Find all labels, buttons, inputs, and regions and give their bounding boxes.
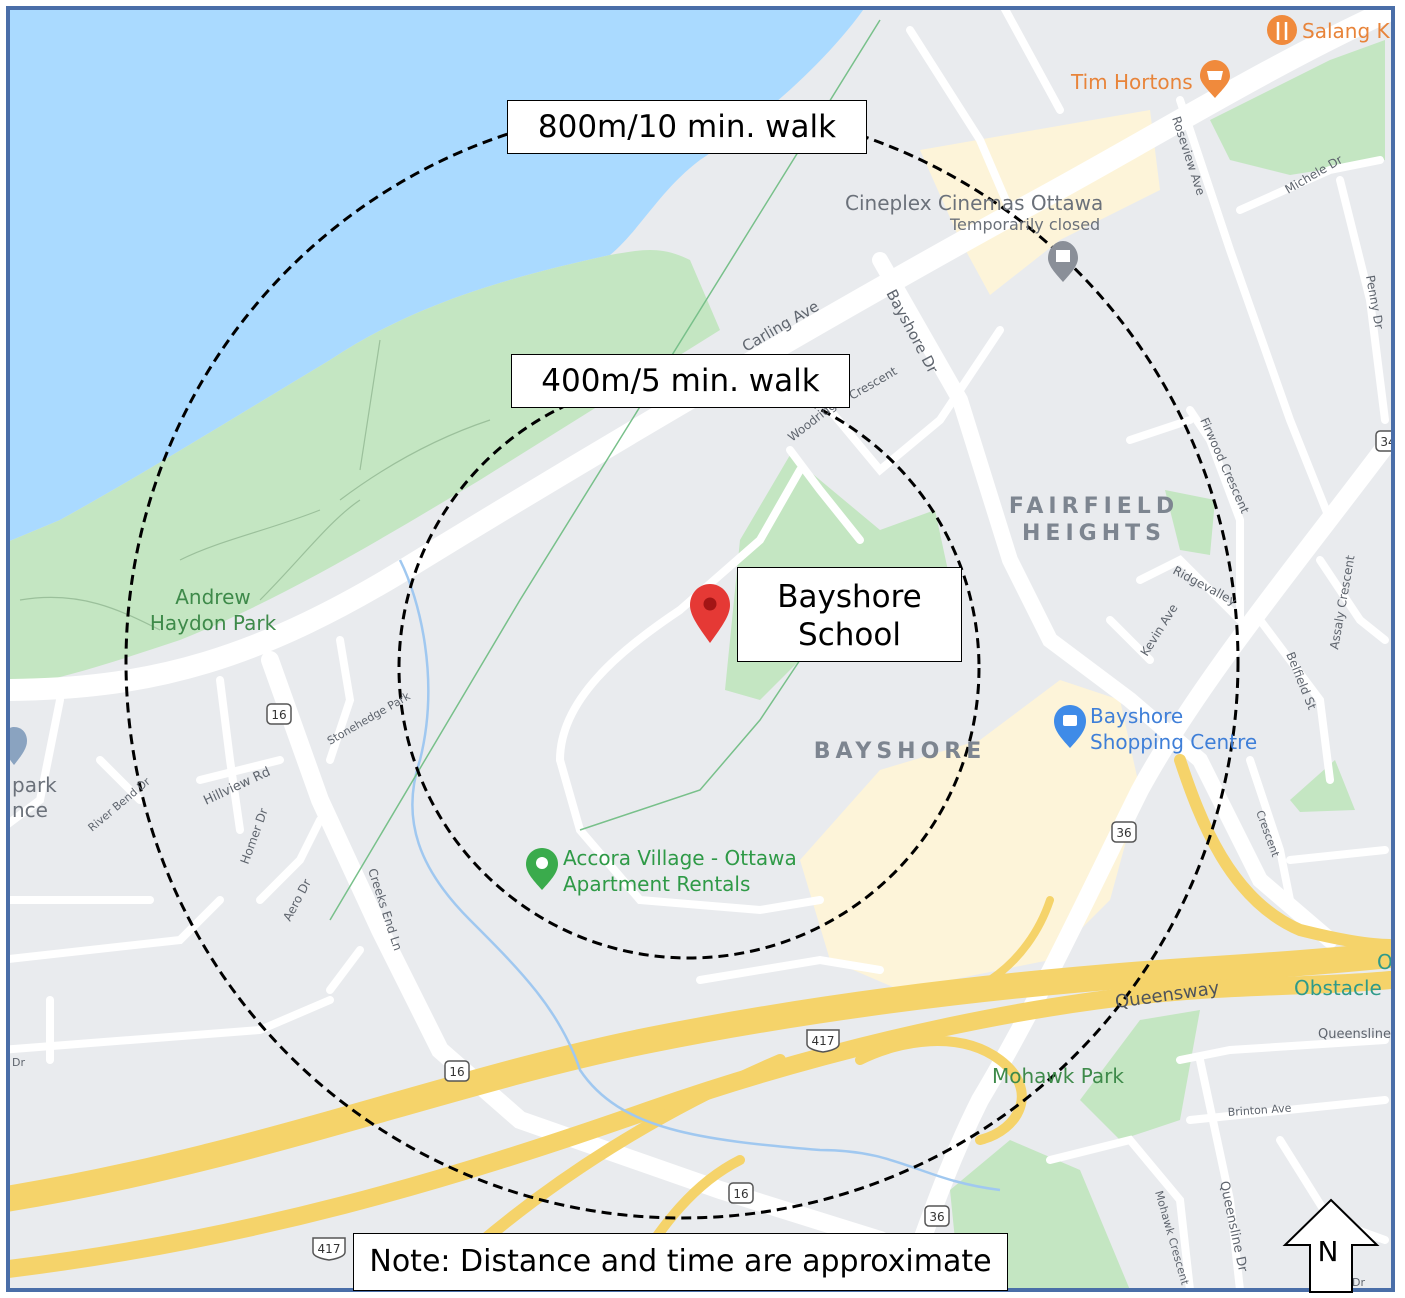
poi-label-salang[interactable]: Salang K bbox=[1302, 19, 1390, 43]
ring-label-400m: 400m/5 min. walk bbox=[511, 354, 850, 408]
route-16-shield: 16 bbox=[728, 1182, 754, 1204]
ring-800m bbox=[124, 104, 1240, 1220]
minor-streets bbox=[10, 10, 1389, 1288]
route-34-shield: 34 bbox=[1375, 430, 1395, 452]
poi-label-bayshore-shopping[interactable]: Shopping Centre bbox=[1090, 730, 1257, 754]
poi-label-tim-hortons[interactable]: Tim Hortons bbox=[1070, 70, 1193, 94]
park-label-andrew-haydon[interactable]: Haydon Park bbox=[150, 611, 277, 635]
poi-label-partial-park[interactable]: park bbox=[12, 773, 57, 797]
park-label-mohawk[interactable]: Mohawk Park bbox=[992, 1064, 1124, 1088]
north-label: N bbox=[1318, 1235, 1339, 1268]
street-label-brinton: Brinton Ave bbox=[1227, 1102, 1292, 1119]
neighbourhood-label-bayshore: BAYSHORE bbox=[814, 739, 987, 764]
svg-text:16: 16 bbox=[271, 708, 286, 722]
poi-status-cineplex: Temporarily closed bbox=[949, 215, 1100, 234]
partial-pin-icon-left[interactable] bbox=[6, 727, 27, 765]
highway-queensway bbox=[10, 754, 1391, 1288]
commercial-bayshore bbox=[800, 680, 1140, 990]
poi-label-obstacle[interactable]: Obstacle bbox=[1294, 976, 1382, 1000]
route-417-shield: 417 bbox=[806, 1029, 840, 1053]
apartment-pin-icon[interactable] bbox=[526, 848, 558, 890]
street-label-queensline: Queensline bbox=[1318, 1027, 1391, 1042]
creek bbox=[398, 559, 1001, 1192]
svg-text:36: 36 bbox=[1116, 826, 1131, 840]
poi-label-obstacle-o[interactable]: O bbox=[1377, 950, 1393, 974]
svg-text:16: 16 bbox=[733, 1187, 748, 1201]
route-417-shield: 417 bbox=[312, 1237, 346, 1261]
school-pin-icon[interactable] bbox=[690, 584, 730, 643]
poi-label-partial-nce[interactable]: nce bbox=[12, 798, 48, 822]
park-label-andrew-haydon[interactable]: Andrew bbox=[175, 585, 251, 609]
svg-text:16: 16 bbox=[449, 1065, 464, 1079]
street-label-dr-left: Dr bbox=[12, 1056, 25, 1069]
street-label-dr-right: Dr bbox=[1352, 1276, 1365, 1289]
trail-line bbox=[329, 19, 881, 921]
poi-label-accora[interactable]: Accora Village - Ottawa bbox=[563, 846, 797, 870]
route-16-shield: 16 bbox=[444, 1060, 470, 1082]
route-36-shield: 36 bbox=[924, 1205, 950, 1227]
park-paths bbox=[19, 339, 491, 631]
cafe-icon-tim-hortons[interactable] bbox=[1200, 60, 1230, 98]
route-16-shield: 16 bbox=[266, 703, 292, 725]
park-fairfield bbox=[1165, 490, 1215, 555]
restaurant-icon-salang[interactable] bbox=[1267, 15, 1297, 45]
school-label: Bayshore School bbox=[737, 567, 962, 662]
poi-label-cineplex[interactable]: Cineplex Cinemas Ottawa bbox=[845, 191, 1103, 215]
shopping-icon[interactable] bbox=[1054, 705, 1086, 748]
svg-text:34: 34 bbox=[1380, 435, 1395, 449]
neighbourhood-label-fairfield: FAIRFIELD bbox=[1009, 494, 1179, 519]
svg-text:417: 417 bbox=[812, 1034, 835, 1048]
school-label-line2: School bbox=[798, 617, 901, 653]
cinema-icon[interactable] bbox=[1048, 241, 1078, 282]
svg-text:417: 417 bbox=[318, 1242, 341, 1256]
park-mohawk bbox=[1080, 1010, 1200, 1140]
route-36-shield: 36 bbox=[1111, 821, 1137, 843]
ring-label-800m: 800m/10 min. walk bbox=[507, 100, 867, 154]
trail-line-2 bbox=[579, 659, 801, 831]
map-frame: 16 16 16 36 36 34 417 417 Salang K Tim H… bbox=[6, 6, 1395, 1292]
park-right-small bbox=[1290, 760, 1355, 812]
disclaimer-note: Note: Distance and time are approximate bbox=[353, 1233, 1008, 1291]
map-canvas[interactable]: 16 16 16 36 36 34 417 417 Salang K Tim H… bbox=[6, 6, 1395, 1292]
park-top-right bbox=[1210, 40, 1385, 175]
neighbourhood-label-fairfield: HEIGHTS bbox=[1022, 521, 1166, 546]
svg-text:36: 36 bbox=[929, 1210, 944, 1224]
north-arrow-icon: N bbox=[1282, 1198, 1380, 1293]
poi-label-accora[interactable]: Apartment Rentals bbox=[563, 872, 750, 896]
school-label-line1: Bayshore bbox=[777, 579, 922, 615]
poi-label-bayshore-shopping[interactable]: Bayshore bbox=[1090, 704, 1183, 728]
